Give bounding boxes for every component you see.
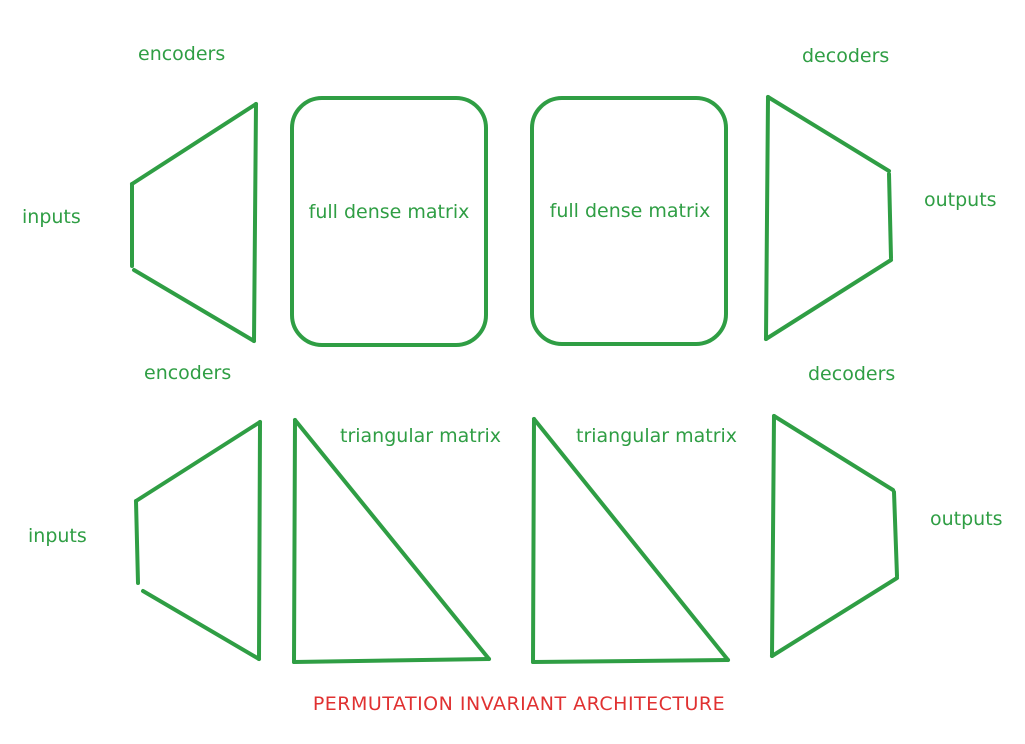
bottom-decoder-top-edge	[772, 414, 895, 492]
top-inputs-label: inputs	[22, 206, 81, 228]
bottom-encoders-label: encoders	[144, 362, 231, 384]
bottom-encoder-top-edge	[134, 420, 262, 503]
bottom-triangular-matrix-1	[292, 418, 491, 664]
top-dense-matrix-1-box	[290, 96, 488, 347]
bottom-encoder-shape	[134, 420, 262, 661]
bottom-decoder-right-edge	[892, 490, 899, 578]
bottom-encoder-right-edge	[257, 420, 262, 661]
top-decoder-left-edge	[764, 95, 770, 341]
top-decoders-label: decoders	[802, 45, 889, 67]
bottom-tri-2-bottom-edge	[531, 658, 730, 664]
bottom-tri-2-hypotenuse	[532, 417, 730, 662]
bottom-row: encoders inputs triangular matrix triang…	[28, 362, 1003, 664]
top-row: encoders inputs full dense matrix full d…	[22, 43, 997, 347]
top-matrix-1-label: full dense matrix	[309, 201, 470, 223]
bottom-tri-2-left-edge	[531, 417, 536, 664]
top-dense-matrix-2-box	[530, 96, 728, 346]
top-outputs-label: outputs	[924, 189, 997, 211]
top-encoder-right-edge	[252, 102, 258, 343]
bottom-decoders-label: decoders	[808, 363, 895, 385]
bottom-inputs-label: inputs	[28, 525, 87, 547]
bottom-triangular-matrix-2	[531, 417, 730, 664]
bottom-outputs-label: outputs	[930, 508, 1003, 530]
top-decoder-right-edge	[887, 172, 893, 260]
bottom-matrix-2-label: triangular matrix	[576, 425, 737, 447]
bottom-tri-1-hypotenuse	[293, 418, 491, 661]
bottom-matrix-1-label: triangular matrix	[340, 425, 501, 447]
top-decoder-top-edge	[766, 95, 891, 173]
top-matrix-2-label: full dense matrix	[550, 200, 711, 222]
bottom-decoder-left-edge	[770, 414, 776, 658]
bottom-decoder-shape	[770, 414, 899, 658]
top-decoder-bottom-edge	[764, 258, 893, 341]
top-encoders-label: encoders	[138, 43, 225, 65]
top-encoder-bottom-edge	[132, 268, 256, 343]
bottom-tri-1-bottom-edge	[292, 657, 491, 664]
bottom-decoder-bottom-edge	[770, 576, 899, 658]
bottom-encoder-left-edge	[134, 499, 140, 585]
top-encoder-shape	[130, 102, 258, 343]
top-encoder-top-edge	[130, 102, 258, 186]
bottom-encoder-bottom-edge	[141, 589, 261, 661]
bottom-tri-1-left-edge	[292, 418, 297, 664]
top-decoder-shape	[764, 95, 893, 341]
diagram-caption: PERMUTATION INVARIANT ARCHITECTURE	[313, 693, 725, 715]
